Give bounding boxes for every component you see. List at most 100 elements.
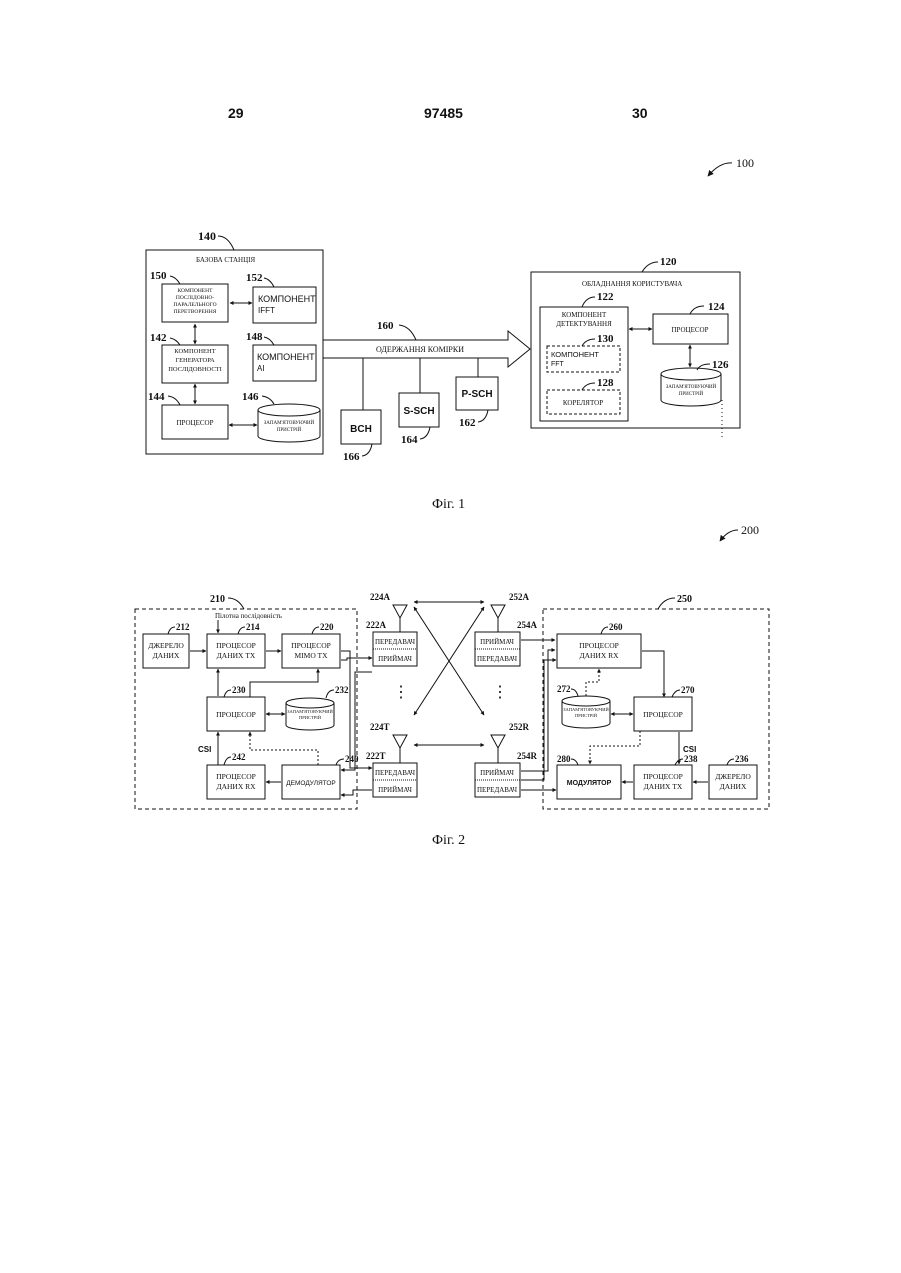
right-memory-l2: ПРИСТРІЙ	[575, 713, 598, 718]
fft-l2: FFT	[551, 361, 565, 368]
left-rx-processor-l2: ДАНИХ RX	[216, 782, 256, 791]
mimo-tx-processor-l2: MIMO TX	[295, 651, 329, 660]
left-transceiver-a-tx: ПЕРЕДАВАЧ	[375, 638, 416, 646]
figure-2: 200 210 Пілотна послідовність 212 ДЖЕРЕЛ…	[135, 523, 769, 848]
left-processor-label: ПРОЦЕСОР	[216, 710, 256, 719]
demodulator-label: ДЕМОДУЛЯТОР	[286, 780, 335, 787]
parallel-conversion-l3: ПАРАЛЕЛЬНОГО	[173, 302, 216, 308]
channel-ref: 160	[377, 320, 394, 332]
sequence-generator-l3: ПОСЛІДОВНОСТІ	[168, 366, 222, 373]
sequence-generator-ref: 142	[150, 332, 167, 344]
right-data-source-l1: ДЖЕРЕЛО	[715, 772, 751, 781]
parallel-conversion-ref: 150	[150, 270, 167, 282]
right-tx-processor-ref: 238	[684, 754, 698, 764]
left-data-source-l1: ДЖЕРЕЛО	[148, 641, 184, 650]
right-transceiver-a-rx: ПРИЙМАЧ	[480, 638, 514, 646]
left-tx-processor-l2: ДАНИХ TX	[217, 651, 256, 660]
left-tx-processor-ref: 214	[246, 622, 260, 632]
ai-ref: 148	[246, 331, 263, 343]
left-rx-processor-ref: 242	[232, 752, 246, 762]
right-processor-label: ПРОЦЕСОР	[643, 710, 683, 719]
bch-ref: 166	[343, 451, 360, 463]
left-csi-label: CSI	[198, 745, 211, 754]
fig2-ref: 200	[741, 523, 759, 537]
ue-memory-l2: ПРИСТРІЙ	[679, 391, 704, 397]
ifft-l1: КОМПОНЕНТ	[258, 294, 316, 304]
fig2-caption: Фіг. 2	[432, 833, 465, 848]
fig1-ref: 100	[736, 156, 754, 170]
correlator-ref: 128	[597, 377, 614, 389]
bs-memory-l2: ПРИСТРІЙ	[277, 427, 302, 433]
right-rx-processor-ref: 260	[609, 622, 623, 632]
right-memory-ref: 272	[557, 684, 571, 694]
left-antenna-t-icon	[393, 735, 407, 748]
detection-l2: ДЕТЕКТУВАННЯ	[556, 320, 612, 328]
detection-ref: 122	[597, 291, 614, 303]
parallel-conversion-l4: ПЕРЕТВОРЕННЯ	[174, 309, 217, 315]
left-system-ref: 210	[210, 594, 225, 605]
ssch-ref: 164	[401, 434, 418, 446]
ue-processor-label: ПРОЦЕСОР	[671, 326, 708, 334]
ifft-ref: 152	[246, 272, 263, 284]
ue-memory-l1: ЗАПАМ'ЯТОВУЮЧИЙ	[666, 384, 717, 390]
right-transceiver-a-tx: ПЕРЕДАВАЧ	[477, 655, 518, 663]
user-equipment-title: ОБЛАДНАННЯ КОРИСТУВАЧА	[582, 280, 682, 288]
right-system-ref: 250	[677, 594, 692, 605]
right-memory-cylinder	[562, 696, 610, 728]
sequence-generator-l1: КОМПОНЕНТ	[174, 348, 215, 355]
fft-l1: КОМПОНЕНТ	[551, 350, 599, 359]
bs-memory-ref: 146	[242, 391, 259, 403]
right-tx-processor-l1: ПРОЦЕСОР	[643, 772, 683, 781]
right-csi-label: CSI	[683, 745, 696, 754]
left-rx-processor-l1: ПРОЦЕСОР	[216, 772, 256, 781]
ue-processor-ref: 124	[708, 301, 725, 313]
right-transceiver-a-ref: 254A	[517, 620, 538, 630]
left-data-source-l2: ДАНИХ	[153, 651, 180, 660]
channel-label: ОДЕРЖАННЯ КОМІРКИ	[376, 345, 464, 354]
bs-processor-label: ПРОЦЕСОР	[176, 419, 213, 427]
psch-ref: 162	[459, 417, 476, 429]
ai-box	[253, 345, 316, 381]
left-memory-l2: ПРИСТРІЙ	[299, 715, 322, 720]
fft-ref: 130	[597, 333, 614, 345]
right-rx-processor-l1: ПРОЦЕСОР	[579, 641, 619, 650]
user-equipment-ref: 120	[660, 256, 677, 268]
right-antenna-a-ref: 252A	[509, 592, 530, 602]
pilot-label: Пілотна послідовність	[215, 612, 282, 620]
mimo-tx-processor-ref: 220	[320, 622, 334, 632]
right-transceiver-r-ref: 254R	[517, 751, 538, 761]
ai-l1: КОМПОНЕНТ	[257, 352, 315, 362]
left-antenna-t-ref: 224T	[370, 722, 390, 732]
psch-label: P-SCH	[461, 389, 492, 400]
left-data-source-ref: 212	[176, 622, 190, 632]
right-rx-processor-l2: ДАНИХ RX	[579, 651, 619, 660]
right-data-source-ref: 236	[735, 754, 749, 764]
correlator-label: КОРЕЛЯТОР	[563, 399, 603, 407]
left-processor-ref: 230	[232, 685, 246, 695]
mimo-tx-processor-l1: ПРОЦЕСОР	[291, 641, 331, 650]
right-dots: ⋮	[492, 684, 508, 701]
left-antenna-a-icon	[393, 605, 407, 618]
left-dots: ⋮	[393, 684, 409, 701]
left-transceiver-t-rx: ПРИЙМАЧ	[378, 786, 412, 794]
right-tx-processor-l2: ДАНИХ TX	[644, 782, 683, 791]
fig1-caption: Фіг. 1	[432, 497, 465, 512]
bs-memory-l1: ЗАПАМ'ЯТОВУЮЧИЙ	[264, 420, 315, 426]
ue-memory-ref: 126	[712, 359, 729, 371]
left-transceiver-a-rx: ПРИЙМАЧ	[378, 655, 412, 663]
ssch-label: S-SCH	[403, 406, 434, 417]
parallel-conversion-l1: КОМПОНЕНТ	[177, 288, 213, 294]
base-station-title: БАЗОВА СТАНЦІЯ	[196, 256, 255, 264]
modulator-ref: 280	[557, 754, 571, 764]
bch-label: BCH	[350, 424, 372, 435]
detection-l1: КОМПОНЕНТ	[562, 311, 607, 319]
right-antenna-a-icon	[491, 605, 505, 618]
left-memory-cylinder	[286, 698, 334, 730]
right-data-source-l2: ДАНИХ	[720, 782, 747, 791]
right-antenna-r-icon	[491, 735, 505, 748]
left-antenna-a-ref: 224A	[370, 592, 391, 602]
right-processor-ref: 270	[681, 685, 695, 695]
parallel-conversion-l2: ПОСЛІДОВНО-	[176, 295, 214, 301]
